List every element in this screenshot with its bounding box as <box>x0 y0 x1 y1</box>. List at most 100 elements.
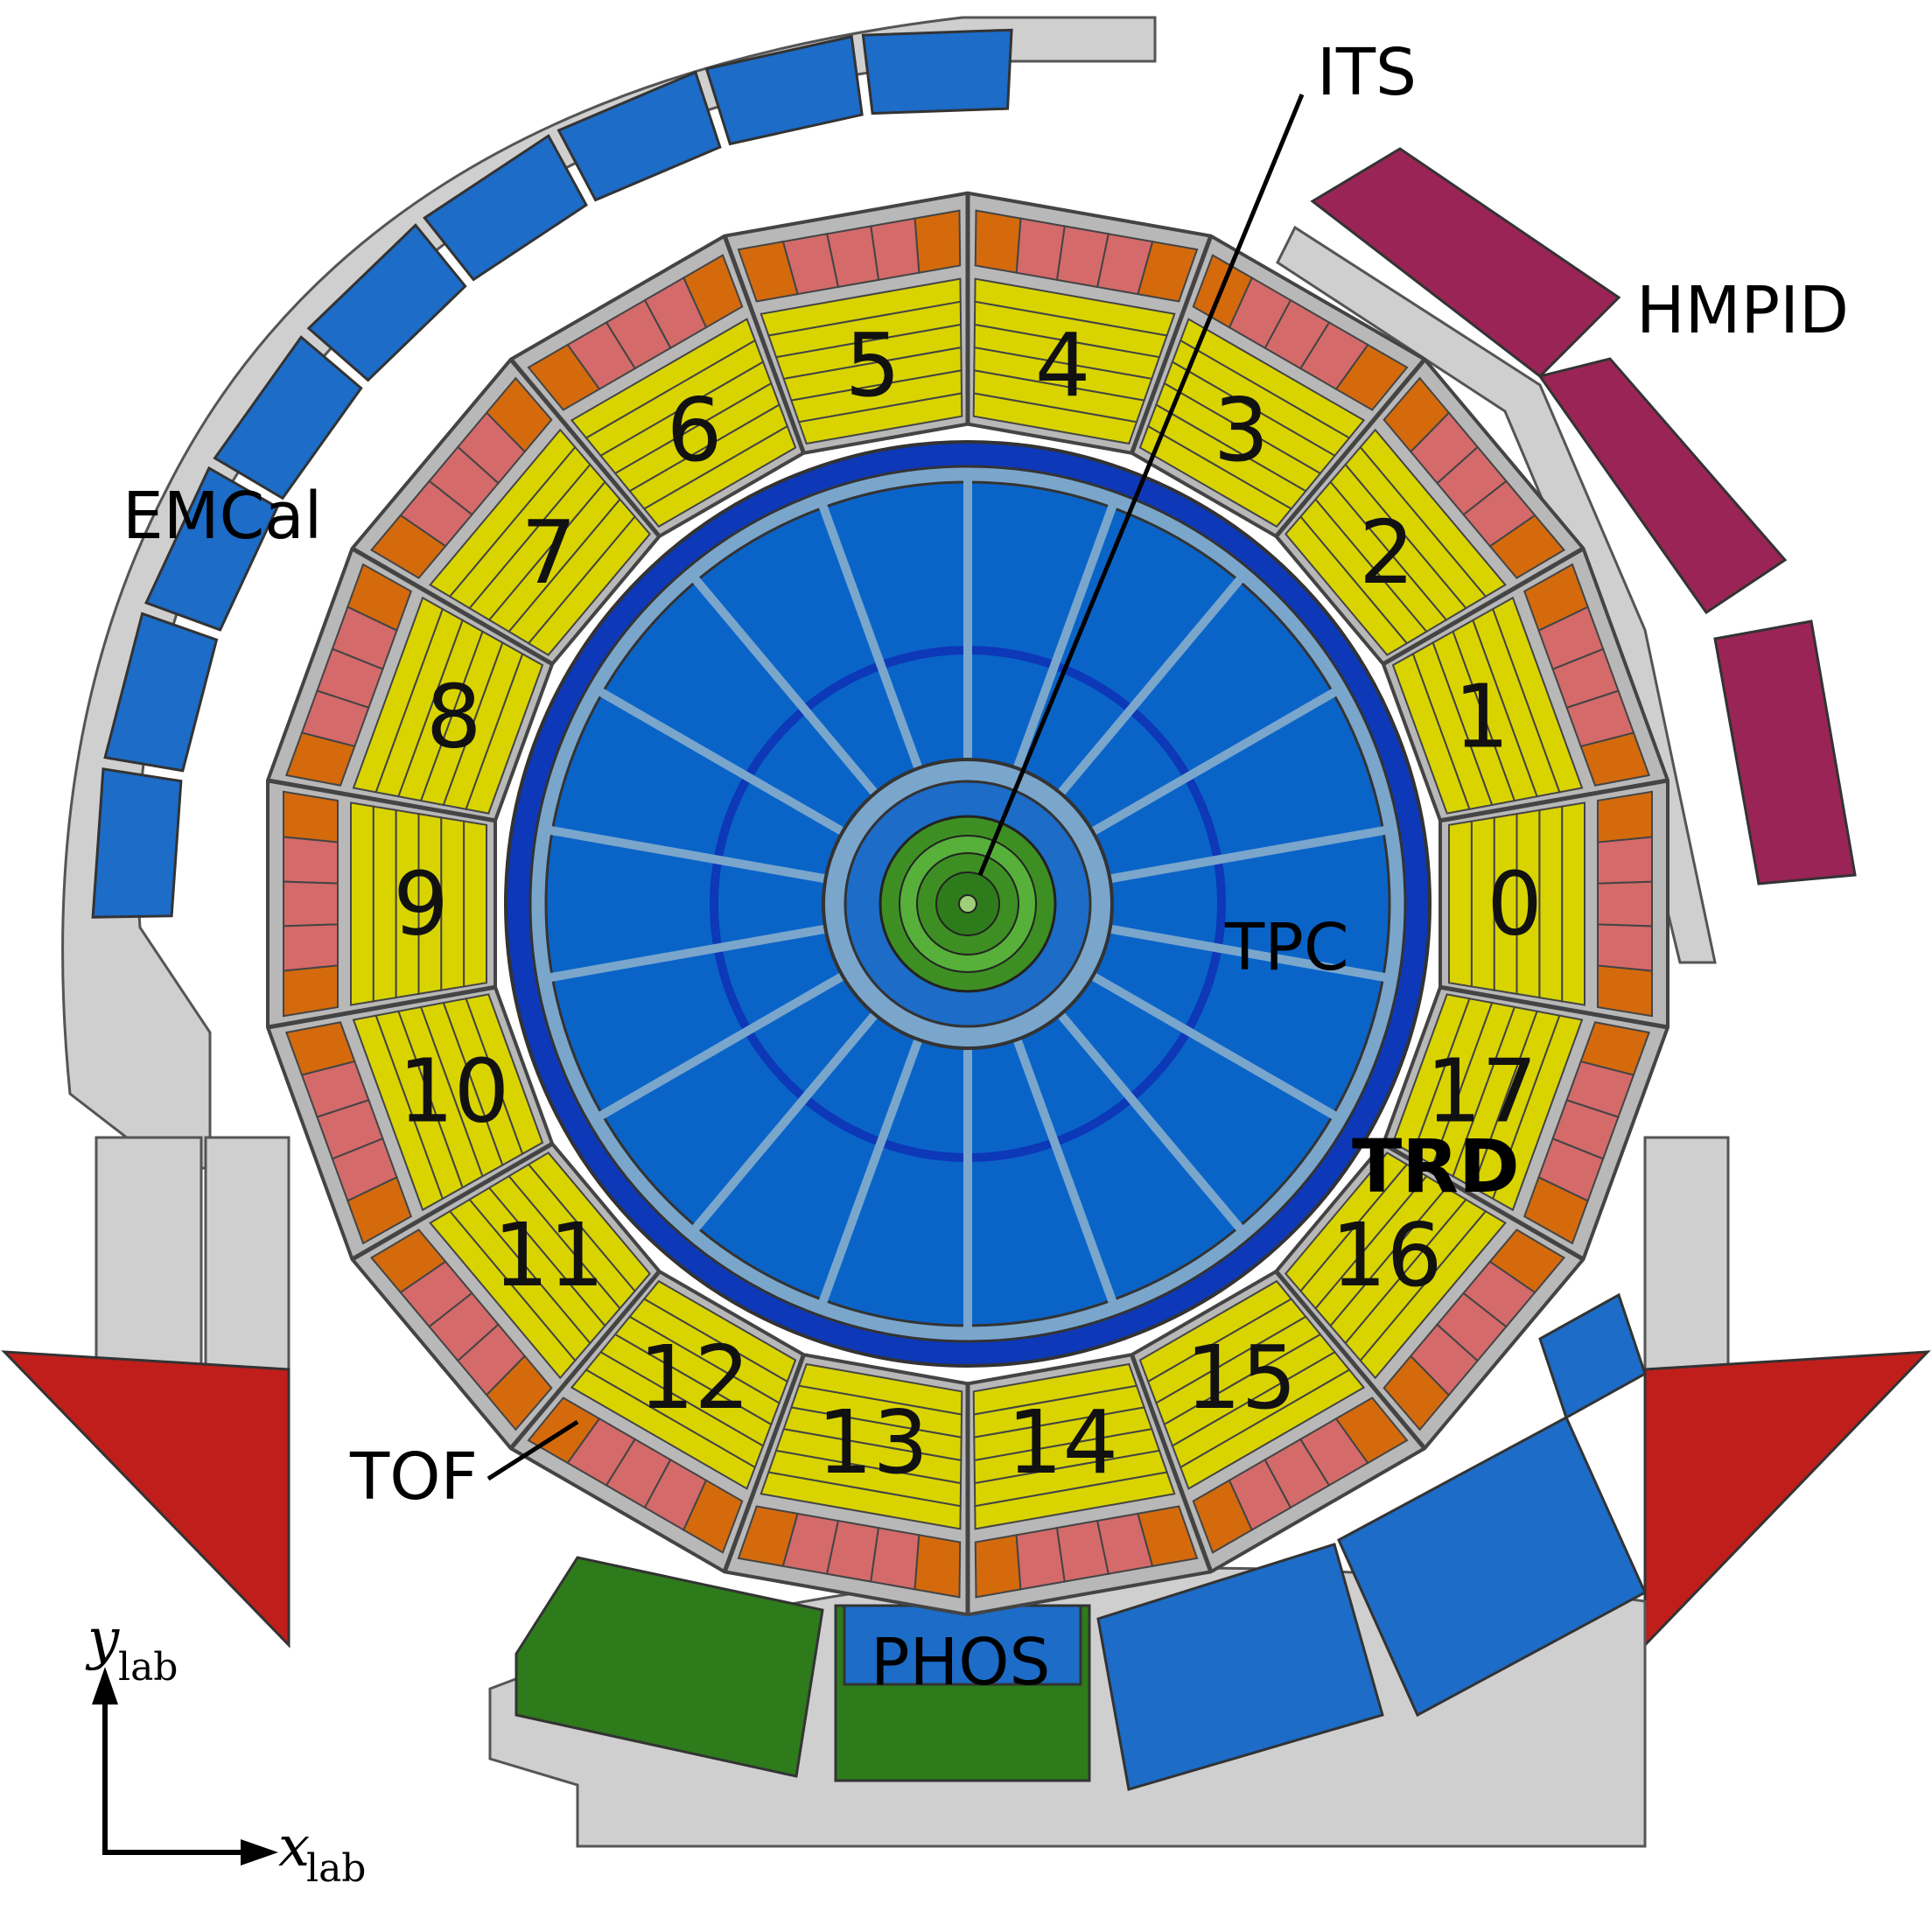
emcal-module <box>103 612 219 773</box>
tpc-spoke <box>818 503 923 770</box>
tpc-spoke <box>598 688 845 836</box>
trd-layer <box>1391 652 1471 815</box>
sector-divider <box>508 1270 662 1450</box>
sector-divider <box>1382 1142 1585 1262</box>
tof-module <box>1488 1228 1565 1294</box>
sector-number-12: 12 <box>639 1326 750 1429</box>
y-axis-arrow-icon <box>92 1667 118 1704</box>
y-axis-label: y <box>85 1607 120 1672</box>
tof-module <box>914 209 962 274</box>
emcal-module <box>213 335 363 500</box>
x-axis-label: x <box>278 1815 310 1880</box>
trd-layer <box>1391 993 1471 1156</box>
emcal-module <box>556 70 722 202</box>
tof-module <box>1334 1396 1409 1465</box>
sector-number-1: 1 <box>1453 666 1509 768</box>
sector-number-16: 16 <box>1331 1204 1442 1306</box>
tpc-spoke <box>1057 576 1244 796</box>
phos-label: PHOS <box>871 1625 1051 1700</box>
tof-module <box>1597 964 1653 1018</box>
tof-module <box>284 732 356 787</box>
tpc-spoke <box>1012 1038 1117 1305</box>
sector-number-5: 5 <box>845 314 901 416</box>
tof-module <box>682 1479 744 1554</box>
x-axis-label-sub: lab <box>306 1846 366 1891</box>
tof-module <box>283 880 339 928</box>
tpc-spoke <box>1057 1012 1244 1232</box>
tpc-spoke <box>549 924 827 983</box>
emcal-module <box>91 767 183 919</box>
tof-module <box>737 241 799 303</box>
tof-module <box>870 1526 920 1591</box>
tof-module <box>974 1534 1022 1599</box>
trd-layer <box>527 514 651 656</box>
tof-module <box>370 514 447 579</box>
tof-module <box>283 923 339 972</box>
hmpid-modules <box>1276 147 1857 964</box>
trd-layer <box>465 652 544 815</box>
tpc-label: TPC <box>1224 910 1349 985</box>
sector-divider <box>1130 234 1214 454</box>
tof-module <box>974 209 1022 274</box>
its-leader-line <box>977 94 1305 876</box>
phos-region <box>514 1292 1647 1791</box>
emcal-module <box>144 466 279 632</box>
tof-module <box>283 836 339 885</box>
sector-divider <box>351 546 554 666</box>
trd-layer <box>1448 820 1473 988</box>
its-label: ITS <box>1317 35 1417 110</box>
tof-module <box>283 790 339 844</box>
trd-layer <box>465 993 544 1156</box>
tpc-spoke <box>818 1038 923 1305</box>
sector-number-8: 8 <box>426 666 482 768</box>
trd-layer <box>527 1152 651 1293</box>
tof-module <box>1015 217 1066 282</box>
y-axis-label-sub: lab <box>118 1645 178 1690</box>
sector-number-6: 6 <box>667 379 723 481</box>
tpc-spoke <box>1090 972 1338 1120</box>
trd-layer <box>797 1362 963 1416</box>
sector-number-4: 4 <box>1035 314 1091 416</box>
tof-module <box>1137 1505 1199 1567</box>
sector-divider <box>267 778 496 823</box>
hmpid-label: HMPID <box>1636 273 1849 348</box>
lab-axes: y lab x lab <box>85 1607 366 1891</box>
tpc-spoke <box>691 1012 878 1232</box>
emcal-label: EMCal <box>122 479 322 554</box>
sector-number-3: 3 <box>1214 379 1270 481</box>
trd-layer <box>797 392 963 445</box>
sector-divider <box>1439 778 1669 823</box>
its-detector <box>878 815 1057 993</box>
sector-number-0: 0 <box>1487 853 1543 956</box>
tpc-spoke <box>691 576 878 796</box>
trd-layer <box>642 1279 797 1383</box>
trd-layer <box>1538 805 1564 1003</box>
sector-number-17: 17 <box>1426 1040 1537 1142</box>
sector-divider <box>1130 1354 1214 1573</box>
trd-layer <box>1284 514 1409 656</box>
tpc-spoke <box>1090 688 1338 836</box>
sector-divider <box>722 234 806 454</box>
sector-number-15: 15 <box>1186 1326 1297 1429</box>
tof-module <box>1597 880 1653 928</box>
sector-number-13: 13 <box>817 1391 928 1494</box>
emcal-module <box>704 35 864 146</box>
tpc-spokes <box>549 480 1387 1328</box>
tof-module <box>914 1534 962 1599</box>
sector-divider <box>1274 358 1427 538</box>
trd-layer <box>1284 1152 1409 1293</box>
tof-module <box>1382 376 1451 453</box>
emcal-modules <box>91 28 1013 919</box>
emcal-module <box>423 134 588 282</box>
trd-layer <box>1138 1279 1293 1383</box>
sector-divider <box>1439 984 1669 1030</box>
tof-module <box>527 343 601 411</box>
sector-number-14: 14 <box>1007 1391 1118 1494</box>
trd-layer <box>463 820 487 988</box>
trd-layer <box>642 424 797 528</box>
tpc-spoke <box>1109 924 1387 983</box>
tof-module <box>1522 563 1589 632</box>
tpc-spoke <box>1109 825 1387 884</box>
